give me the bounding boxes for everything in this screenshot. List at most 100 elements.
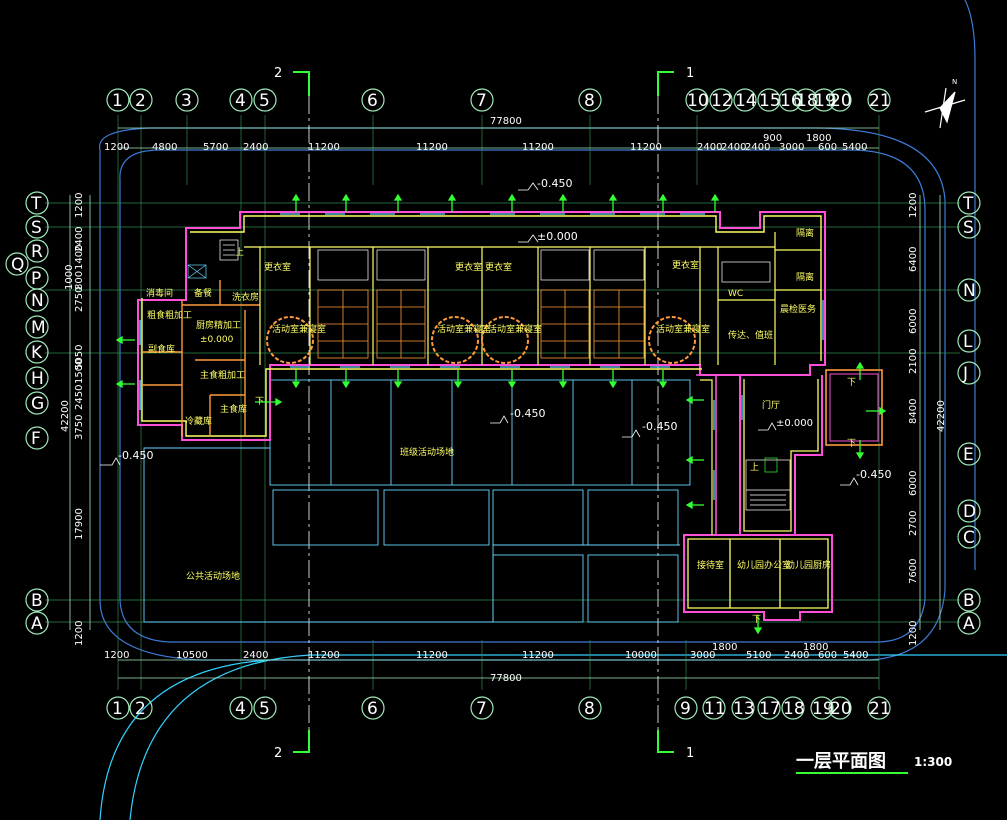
dim-top: 2400	[697, 142, 722, 153]
axis-label: A	[31, 614, 43, 634]
axis-label: 10	[687, 91, 709, 111]
axis-bubbles-left: T S R Q P N M K H G F B A	[5, 191, 49, 635]
axis-label: 12	[711, 91, 733, 111]
dim-left: 17900	[74, 508, 85, 540]
dim-top: 2400	[721, 142, 746, 153]
dim-bottom-small: 1800	[712, 642, 737, 653]
axis-label: 18	[796, 91, 818, 111]
axis-label: 4	[235, 91, 246, 111]
axis-label: 2	[135, 91, 146, 111]
room-label: 更衣室	[672, 259, 699, 271]
level-text: -0.450	[537, 177, 572, 190]
section-markers	[293, 71, 674, 753]
dim-right: 2700	[908, 511, 919, 536]
dim-left: 1400	[74, 245, 85, 270]
axis-label: 1	[112, 699, 123, 719]
dim-left: 2400	[74, 227, 85, 252]
level-arrows	[115, 193, 887, 635]
dim-right: 7600	[908, 559, 919, 584]
dim-left: 1200	[74, 621, 85, 646]
drawing-title-block: 一层平面图 1:300	[796, 751, 952, 774]
axis-label: 7	[476, 91, 487, 111]
dim-total-top: 77800	[490, 116, 522, 127]
axis-label: B	[31, 591, 43, 611]
room-label: 主食库	[220, 403, 247, 415]
dim-right: 1200	[908, 621, 919, 646]
axis-label: H	[31, 369, 44, 389]
dim-left: 1200	[74, 193, 85, 218]
dim-left: 3750	[74, 415, 85, 440]
axis-label: S	[31, 218, 42, 238]
room-label: ±0.000	[200, 335, 234, 345]
level-text: -0.450	[510, 407, 545, 420]
windows	[139, 213, 824, 500]
axis-label: A	[963, 614, 975, 634]
room-label: 下	[847, 439, 856, 449]
dim-left: 1500	[74, 359, 85, 384]
dim-right: 1200	[908, 193, 919, 218]
room-label: 洗衣房	[232, 291, 259, 303]
axis-label: S	[963, 218, 974, 238]
room-label: 班级活动场地	[400, 446, 454, 458]
dim-left: 800	[74, 271, 85, 290]
axis-label: 20	[830, 699, 852, 719]
axis-label: G	[31, 394, 44, 414]
axis-label: D	[963, 502, 976, 522]
axis-label: 21	[869, 699, 891, 719]
site-boundary	[99, 0, 1007, 820]
axis-label: 14	[735, 91, 757, 111]
axis-label: 20	[830, 91, 852, 111]
dim-bottom: 11200	[522, 650, 554, 661]
dimension-text-left: 1200 2400 1400 800 2750 5050 1500 2450 3…	[60, 193, 85, 646]
dim-top: 5700	[203, 142, 228, 153]
section-label: 2	[274, 746, 282, 761]
dim-right: 6400	[908, 247, 919, 272]
axis-label: N	[963, 281, 976, 301]
north-arrow-icon: N	[924, 78, 966, 129]
axis-label: 15	[759, 91, 781, 111]
dim-top: 11200	[630, 142, 662, 153]
room-label: 隔离	[796, 227, 814, 239]
dim-bottom: 1200	[104, 650, 129, 661]
axis-label: F	[31, 429, 41, 449]
dim-bottom: 11200	[308, 650, 340, 661]
axis-label: P	[31, 269, 41, 289]
room-label: 活动室兼寝室	[272, 323, 326, 335]
dim-total-bottom: 77800	[490, 673, 522, 684]
dim-right: 6000	[908, 309, 919, 334]
room-label: 活动室兼寝室	[488, 323, 542, 335]
axis-label: B	[963, 591, 975, 611]
building-walls	[137, 211, 883, 621]
dim-right: 2100	[908, 349, 919, 374]
axis-label: T	[30, 194, 42, 214]
kitchen-partitions	[142, 280, 260, 436]
axis-label: T	[962, 194, 974, 214]
axis-label: 18	[783, 699, 805, 719]
dim-bottom: 2400	[243, 650, 268, 661]
dim-bottom: 10500	[176, 650, 208, 661]
axis-label: 4	[235, 699, 246, 719]
dim-top: 2400	[243, 142, 268, 153]
dim-bottom: 10000	[625, 650, 657, 661]
axis-label: 21	[869, 91, 891, 111]
room-label: 更衣室	[455, 261, 482, 273]
dim-top: 11200	[308, 142, 340, 153]
dim-left: 2450	[74, 385, 85, 410]
axis-label: K	[31, 343, 43, 363]
dim-top-small: 900	[763, 133, 782, 144]
dim-top: 3000	[779, 142, 804, 153]
room-label: 幼儿园厨房	[786, 559, 831, 571]
axis-label: 6	[367, 91, 378, 111]
axis-label: M	[31, 318, 46, 338]
axis-label: 5	[259, 699, 270, 719]
room-label: 备餐	[194, 287, 212, 299]
room-label: 活动室兼寝室	[656, 323, 710, 335]
axis-bubbles-right: T S N L J E D C B A	[957, 191, 981, 635]
section-cut-lines	[308, 96, 659, 730]
level-text: -0.450	[118, 449, 153, 462]
drawing-scale: 1:300	[914, 755, 952, 769]
dim-bottom: 600	[818, 650, 837, 661]
dim-left: 5050	[74, 345, 85, 370]
dim-bottom: 11200	[416, 650, 448, 661]
